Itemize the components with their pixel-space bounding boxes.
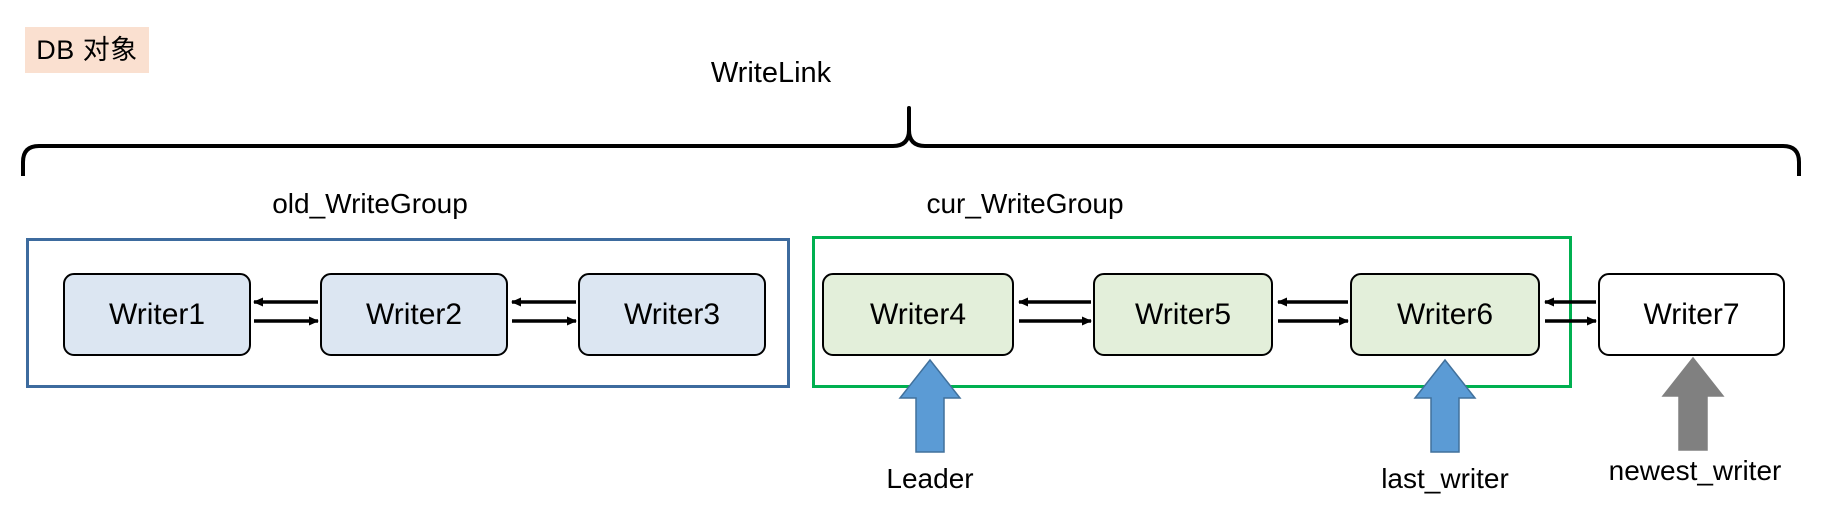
writelink-label: WriteLink — [710, 57, 832, 89]
node-writer4[interactable]: Writer4 — [822, 273, 1014, 356]
node-writer3[interactable]: Writer3 — [578, 273, 766, 356]
db-object-badge: DB 对象 — [25, 27, 149, 73]
pointer-label-leader: Leader — [886, 463, 974, 494]
node-writer3-label: Writer3 — [623, 297, 721, 331]
node-writer7[interactable]: Writer7 — [1598, 273, 1785, 356]
group-box-old-writegroup — [26, 238, 790, 388]
node-writer2-label: Writer2 — [365, 297, 463, 331]
node-writer5[interactable]: Writer5 — [1093, 273, 1273, 356]
pointer-label-newest-writer: newest_writer — [1608, 455, 1782, 486]
curly-brace-icon — [21, 106, 1801, 176]
node-writer1[interactable]: Writer1 — [63, 273, 251, 356]
node-writer1-label: Writer1 — [108, 297, 206, 331]
pointer-label-last-writer: last_writer — [1381, 463, 1509, 494]
group-box-cur-writegroup — [812, 236, 1572, 388]
node-writer6[interactable]: Writer6 — [1350, 273, 1540, 356]
node-writer7-label: Writer7 — [1643, 297, 1740, 331]
node-writer4-label: Writer4 — [869, 297, 967, 331]
node-writer2[interactable]: Writer2 — [320, 273, 508, 356]
pointer-arrow-newest-writer — [1661, 356, 1725, 451]
node-writer5-label: Writer5 — [1134, 297, 1232, 331]
group-caption-old-writegroup: old_WriteGroup — [272, 188, 468, 219]
group-caption-cur-writegroup: cur_WriteGroup — [926, 188, 1124, 219]
node-writer6-label: Writer6 — [1396, 297, 1494, 331]
